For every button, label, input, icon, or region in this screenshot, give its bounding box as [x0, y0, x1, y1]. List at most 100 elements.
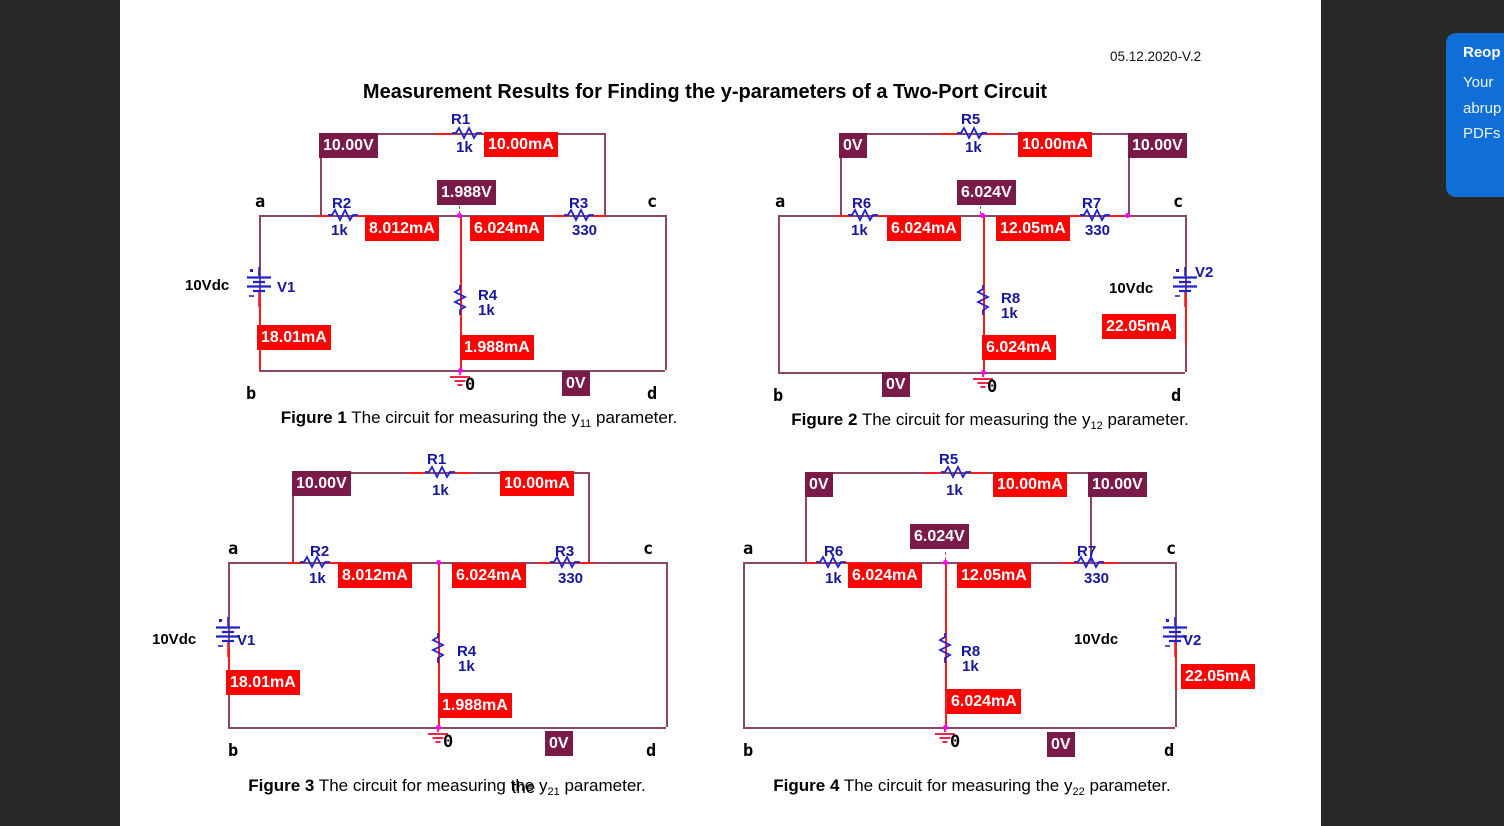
- node-label: 0: [465, 375, 476, 395]
- node-label: a: [255, 192, 266, 212]
- component-label: 10Vdc: [1074, 631, 1119, 648]
- wire-hot: [1175, 648, 1177, 690]
- current-readout: 12.05mA: [996, 216, 1070, 241]
- component-label: 1k: [946, 482, 963, 499]
- ground-icon: [971, 372, 995, 390]
- wire-hot: [436, 133, 452, 135]
- current-readout: 12.05mA: [957, 563, 1031, 588]
- resistor-icon: [563, 207, 595, 223]
- current-readout: 6.024mA: [470, 216, 544, 241]
- wire-hot: [408, 472, 424, 474]
- resistor-icon: [1079, 207, 1111, 223]
- caption-segment: 12: [1090, 420, 1103, 432]
- component-label: R4: [457, 643, 477, 660]
- caption-segment: y: [534, 776, 548, 795]
- notification-body-line: Your: [1463, 74, 1494, 91]
- current-readout: 18.01mA: [226, 670, 300, 695]
- wire-hot: [945, 563, 947, 727]
- resistor-icon: [847, 207, 879, 223]
- component-label: R6: [852, 195, 872, 212]
- junction-dot: [943, 725, 948, 730]
- wire: [1090, 472, 1092, 562]
- node-label: 0: [950, 732, 961, 752]
- wire: [778, 215, 780, 372]
- wire: [743, 562, 745, 727]
- wire: [1128, 133, 1130, 215]
- caption-segment: Figure 3: [248, 776, 315, 795]
- node-label: a: [743, 539, 754, 559]
- component-label: V2: [1195, 264, 1214, 281]
- component-label: 10Vdc: [1109, 280, 1154, 297]
- probe-connector-dash: [945, 552, 946, 560]
- battery-icon: [1168, 267, 1202, 307]
- current-readout: 8.012mA: [365, 216, 439, 241]
- wire-hot: [1102, 562, 1118, 564]
- resistor-icon: [956, 125, 988, 141]
- notification-body-line: PDFs: [1463, 125, 1501, 142]
- probe-connector-dash: [980, 206, 981, 214]
- node-label: d: [646, 741, 657, 761]
- resistor-icon: [975, 284, 991, 316]
- component-label: 10Vdc: [152, 631, 197, 648]
- current-readout: 10.00mA: [993, 472, 1067, 497]
- caption-segment: Figure 4: [773, 776, 840, 795]
- component-label: V1: [277, 279, 296, 296]
- voltage-readout: 6.024V: [957, 180, 1016, 205]
- node-label: c: [1166, 539, 1177, 559]
- caption-segment: The circuit for measuring the y: [839, 776, 1073, 795]
- caption-segment: 11: [579, 418, 592, 430]
- component-label: V2: [1183, 632, 1202, 649]
- wire-hot: [456, 472, 472, 474]
- wire-hot: [552, 215, 566, 217]
- node-label: a: [228, 539, 239, 559]
- wire-hot: [1062, 562, 1076, 564]
- component-label: R6: [824, 543, 844, 560]
- voltage-readout: 10.00V: [1128, 133, 1187, 158]
- component-label: R3: [569, 195, 589, 212]
- battery-icon: [1158, 617, 1192, 657]
- node-label: 0: [443, 732, 454, 752]
- notification-title: Reop: [1463, 44, 1501, 61]
- wire: [228, 727, 666, 729]
- wire-hot: [592, 215, 606, 217]
- figure-caption: Figure 4 The circuit for measuring the y…: [773, 776, 1170, 798]
- wire-hot: [987, 133, 1004, 135]
- ground-icon: [933, 727, 957, 745]
- component-label: 1k: [1001, 305, 1018, 322]
- wire-hot: [925, 472, 940, 474]
- document-version-date: 05.12.2020-V.2: [1110, 49, 1202, 64]
- wire: [840, 133, 842, 215]
- caption-segment: parameter.: [559, 776, 646, 795]
- wire-hot: [1068, 215, 1082, 217]
- reopen-pdfs-notification[interactable]: Reop Your abrup PDFs: [1446, 33, 1504, 197]
- current-readout: 6.024mA: [982, 335, 1056, 360]
- node-label: c: [1173, 192, 1184, 212]
- component-label: R2: [332, 195, 352, 212]
- junction-dot: [436, 560, 441, 565]
- wire-hot: [876, 215, 892, 217]
- document-title: Measurement Results for Finding the y-pa…: [362, 81, 1048, 103]
- wire-hot: [356, 215, 372, 217]
- wire-hot: [316, 215, 330, 217]
- wire: [665, 215, 667, 370]
- component-label: R1: [451, 111, 471, 128]
- current-readout: 1.988mA: [438, 693, 512, 718]
- node-label: 0: [987, 377, 998, 397]
- component-label: R8: [1001, 290, 1021, 307]
- component-label: 1k: [851, 222, 868, 239]
- component-label: R8: [961, 643, 981, 660]
- wire: [743, 562, 1175, 564]
- caption-segment: Figure 1: [280, 408, 347, 427]
- wire: [292, 472, 294, 562]
- junction-dot: [1125, 213, 1130, 218]
- caption-segment: The circuit for measuring: [314, 776, 511, 795]
- wire-hot: [940, 133, 957, 135]
- voltage-readout: 0V: [1047, 732, 1075, 757]
- current-readout: 18.01mA: [257, 325, 331, 350]
- wire-hot: [328, 562, 344, 564]
- current-readout: 6.024mA: [848, 563, 922, 588]
- current-readout: 6.024mA: [947, 689, 1021, 714]
- resistor-icon: [549, 554, 581, 570]
- wire: [666, 562, 668, 727]
- node-label: a: [775, 192, 786, 212]
